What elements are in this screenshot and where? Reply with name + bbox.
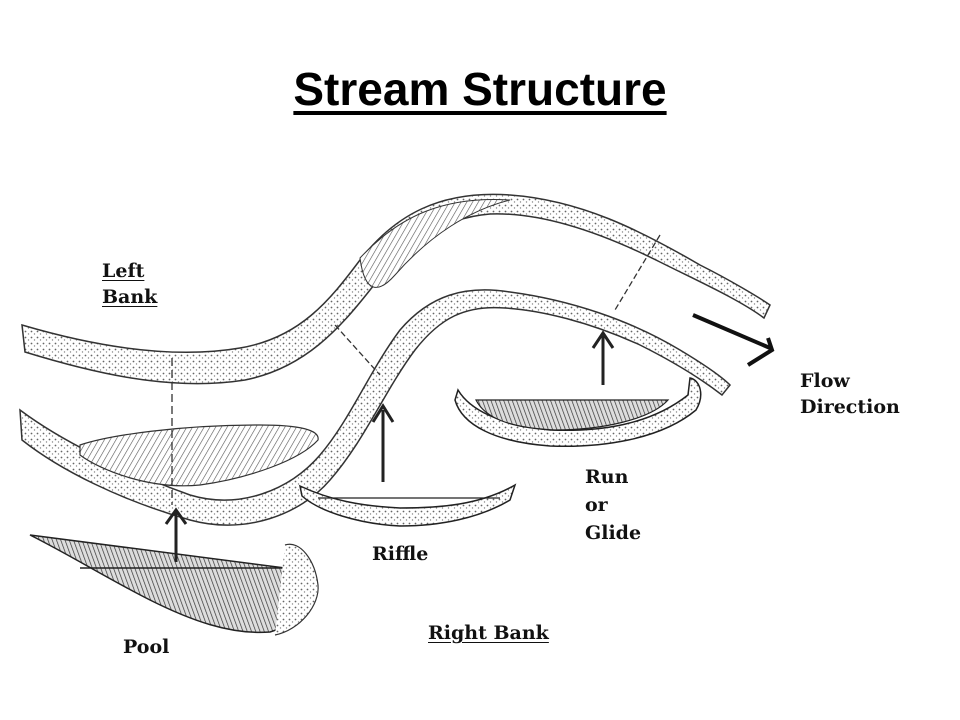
upper-bend-bar <box>359 198 511 288</box>
flow-direction-label: Flow Direction <box>800 370 900 418</box>
riffle-cross-section <box>298 483 517 527</box>
riffle-label: Riffle <box>372 543 429 565</box>
pool-cross-section <box>29 534 319 636</box>
flow-arrow <box>692 313 775 367</box>
run-transect <box>614 234 661 311</box>
run-glide-label: Run or Glide <box>585 466 642 544</box>
riffle-transect <box>334 324 381 376</box>
right-bank-label: Right Bank <box>428 622 549 644</box>
left-bank-label: Left Bank <box>102 260 158 308</box>
riffle-arrow <box>371 403 395 482</box>
pool-arrow <box>164 507 188 562</box>
run-cross-section <box>454 377 702 448</box>
slide-title: Stream Structure <box>293 63 667 115</box>
pool-label: Pool <box>123 636 170 658</box>
point-bar <box>79 424 319 487</box>
run-arrow <box>591 330 615 385</box>
